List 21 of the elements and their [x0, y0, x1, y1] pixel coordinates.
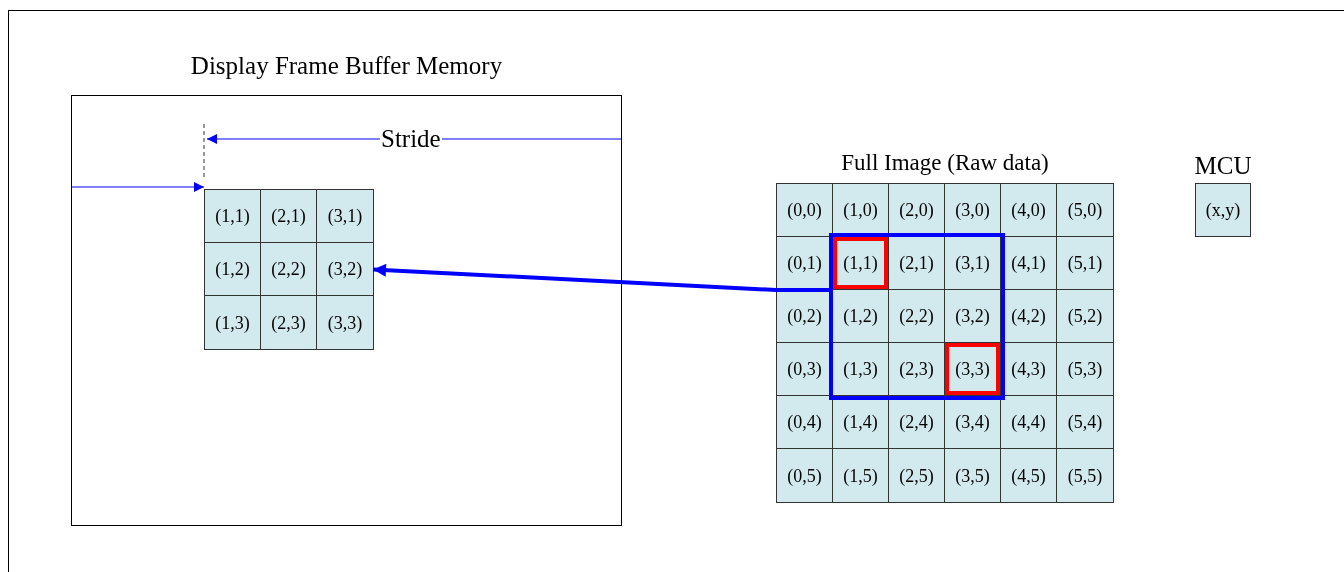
heading: MCU — [1194, 153, 1252, 178]
heading: Full Image (Raw data) — [841, 151, 1049, 174]
grid-cell: (2,1) — [889, 237, 945, 290]
grid-cell: (2,1) — [261, 190, 317, 243]
highlighted-cell: (3,3) — [945, 343, 1001, 396]
grid-cell: (1,2) — [833, 290, 889, 343]
heading: Display Frame Buffer Memory — [190, 53, 503, 78]
grid-cell: (3,1) — [945, 237, 1001, 290]
grid-cell: (1,3) — [833, 343, 889, 396]
grid-cell: (2,2) — [261, 243, 317, 296]
grid-cell: (0,0) — [777, 184, 833, 237]
cell-grid — [204, 189, 374, 350]
arrow — [71, 182, 205, 192]
grid-cell: (1,1) — [205, 190, 261, 243]
highlighted-cell: (1,1) — [833, 237, 889, 290]
grid-cell: (1,2) — [205, 243, 261, 296]
grid-cell: (2,3) — [889, 343, 945, 396]
grid-cell: (2,2) — [889, 290, 945, 343]
grid-cell: (3,2) — [945, 290, 1001, 343]
grid-cell: (4,4) — [1001, 396, 1057, 449]
cell-text: (x,y) — [1205, 201, 1241, 219]
